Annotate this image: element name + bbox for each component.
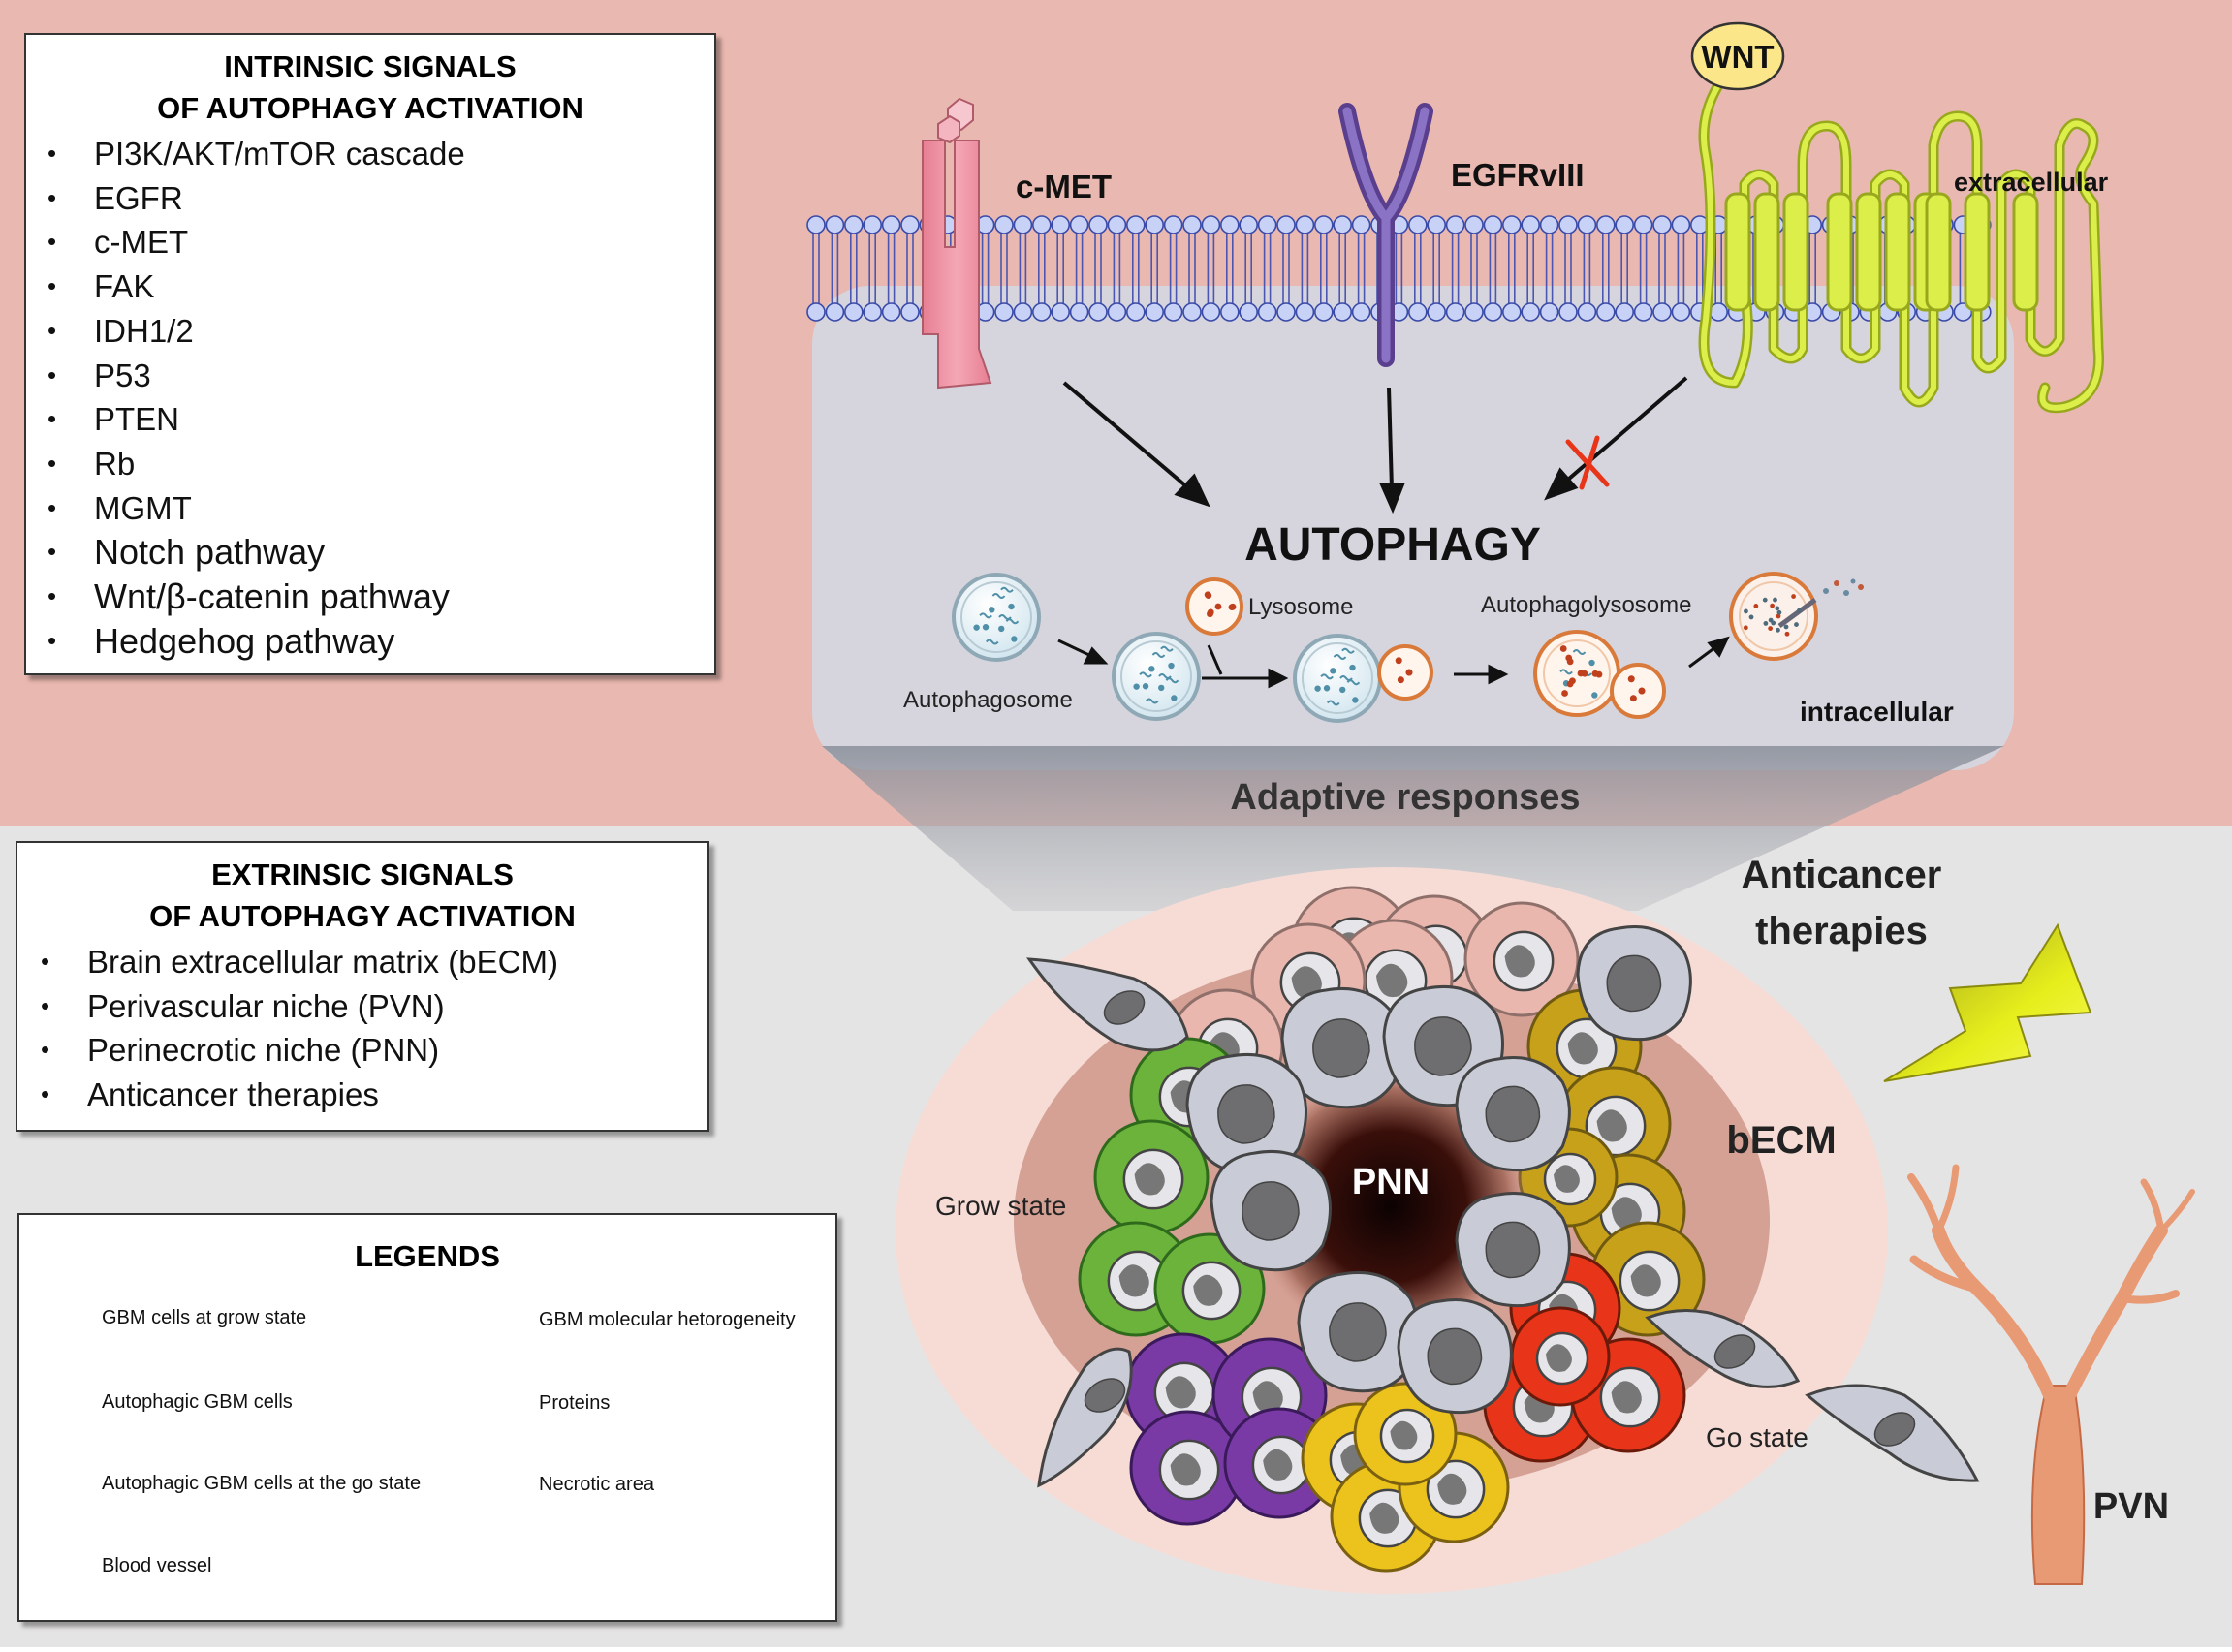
anticancer-label-line1: Anticancer: [1742, 854, 1942, 896]
intrinsic-item: Hedgehog pathway: [47, 619, 714, 664]
intrinsic-item: MGMT: [47, 486, 714, 531]
lysosome-label: Lysosome: [1248, 594, 1354, 620]
legend-title: LEGENDS: [355, 1239, 500, 1273]
extrinsic-item: Brain extracellular matrix (bECM): [41, 940, 707, 984]
autophagic-cells: [1026, 925, 1980, 1488]
intrinsic-item: EGFR: [47, 176, 714, 221]
legend-blood-vessel: Blood vessel: [102, 1555, 212, 1576]
c-met-label: c-MET: [1016, 169, 1112, 204]
intrinsic-item: PI3K/AKT/mTOR cascade: [47, 132, 714, 176]
legend-proteins: Proteins: [539, 1392, 611, 1414]
extrinsic-title-line1: EXTRINSIC SIGNALS: [211, 857, 514, 891]
extrinsic-item: Perivascular niche (PVN): [41, 984, 707, 1029]
intrinsic-list: PI3K/AKT/mTOR cascade EGFR c-MET FAK IDH…: [26, 132, 714, 663]
intracellular-label: intracellular: [1800, 697, 1954, 727]
legend-go-cells: Autophagic GBM cells at the go state: [102, 1473, 422, 1494]
egfrviii-receptor: [1338, 103, 1433, 367]
extrinsic-signals-box: EXTRINSIC SIGNALS OF AUTOPHAGY ACTIVATIO…: [16, 841, 709, 1132]
zoom-cone: [822, 746, 2004, 911]
anticancer-label-line2: therapies: [1755, 910, 1928, 952]
therapy-lightning-bolt: [1883, 922, 2092, 1082]
autophagosome-label: Autophagosome: [903, 687, 1073, 713]
process-arrows: [1057, 636, 1730, 689]
go-state-label: Go state: [1706, 1422, 1808, 1452]
signal-arrows: [1062, 376, 1688, 514]
wnt-inhibition-mark: [1565, 435, 1610, 490]
intrinsic-item: PTEN: [47, 397, 714, 442]
autophagy-title: AUTOPHAGY: [1244, 519, 1541, 571]
necrotic-core: [1253, 1069, 1528, 1344]
extrinsic-title-line2: OF AUTOPHAGY ACTIVATION: [149, 899, 576, 933]
pvn-label: PVN: [2093, 1486, 2169, 1527]
intrinsic-item: Notch pathway: [47, 530, 714, 575]
intrinsic-title-line1: INTRINSIC SIGNALS: [224, 49, 517, 83]
extrinsic-item: Anticancer therapies: [41, 1073, 707, 1117]
wnt-transmembrane-segments: [1724, 192, 2039, 312]
legend-heterogeneity: GBM molecular hetorogeneity: [539, 1309, 796, 1330]
blood-vessel: [1907, 1164, 2195, 1585]
vesicle-contents: [973, 586, 1802, 706]
adaptive-responses-label: Adaptive responses: [1230, 777, 1580, 818]
becm-label: bECM: [1726, 1119, 1836, 1162]
intrinsic-item: c-MET: [47, 220, 714, 265]
legend-box: LEGENDS: [17, 1213, 837, 1622]
legend-grow-cells: GBM cells at grow state: [102, 1307, 307, 1328]
legend-autophagic-cells: Autophagic GBM cells: [102, 1391, 293, 1413]
extrinsic-item: Perinecrotic niche (PNN): [41, 1028, 707, 1073]
extrinsic-list: Brain extracellular matrix (bECM) Periva…: [17, 940, 707, 1117]
pnn-label: PNN: [1352, 1162, 1430, 1202]
intrinsic-item: Rb: [47, 442, 714, 486]
egfrviii-label: EGFRvIII: [1451, 157, 1585, 193]
wnt-label: WNT: [1701, 39, 1774, 75]
intrinsic-item: IDH1/2: [47, 309, 714, 354]
intrinsic-signals-box: INTRINSIC SIGNALS OF AUTOPHAGY ACTIVATIO…: [24, 33, 716, 675]
c-met-receptor: [922, 97, 992, 390]
extracellular-label: extracellular: [1954, 168, 2109, 197]
intrinsic-item: FAK: [47, 265, 714, 309]
grow-state-label: Grow state: [935, 1191, 1066, 1221]
intrinsic-title-line2: OF AUTOPHAGY ACTIVATION: [157, 91, 583, 125]
legend-necrotic: Necrotic area: [539, 1474, 654, 1495]
wnt-ligand: [1690, 21, 1785, 91]
intrinsic-item: P53: [47, 354, 714, 398]
intrinsic-item: Wnt/β-catenin pathway: [47, 575, 714, 619]
autophagolysosome-label: Autophagolysosome: [1481, 592, 1691, 618]
